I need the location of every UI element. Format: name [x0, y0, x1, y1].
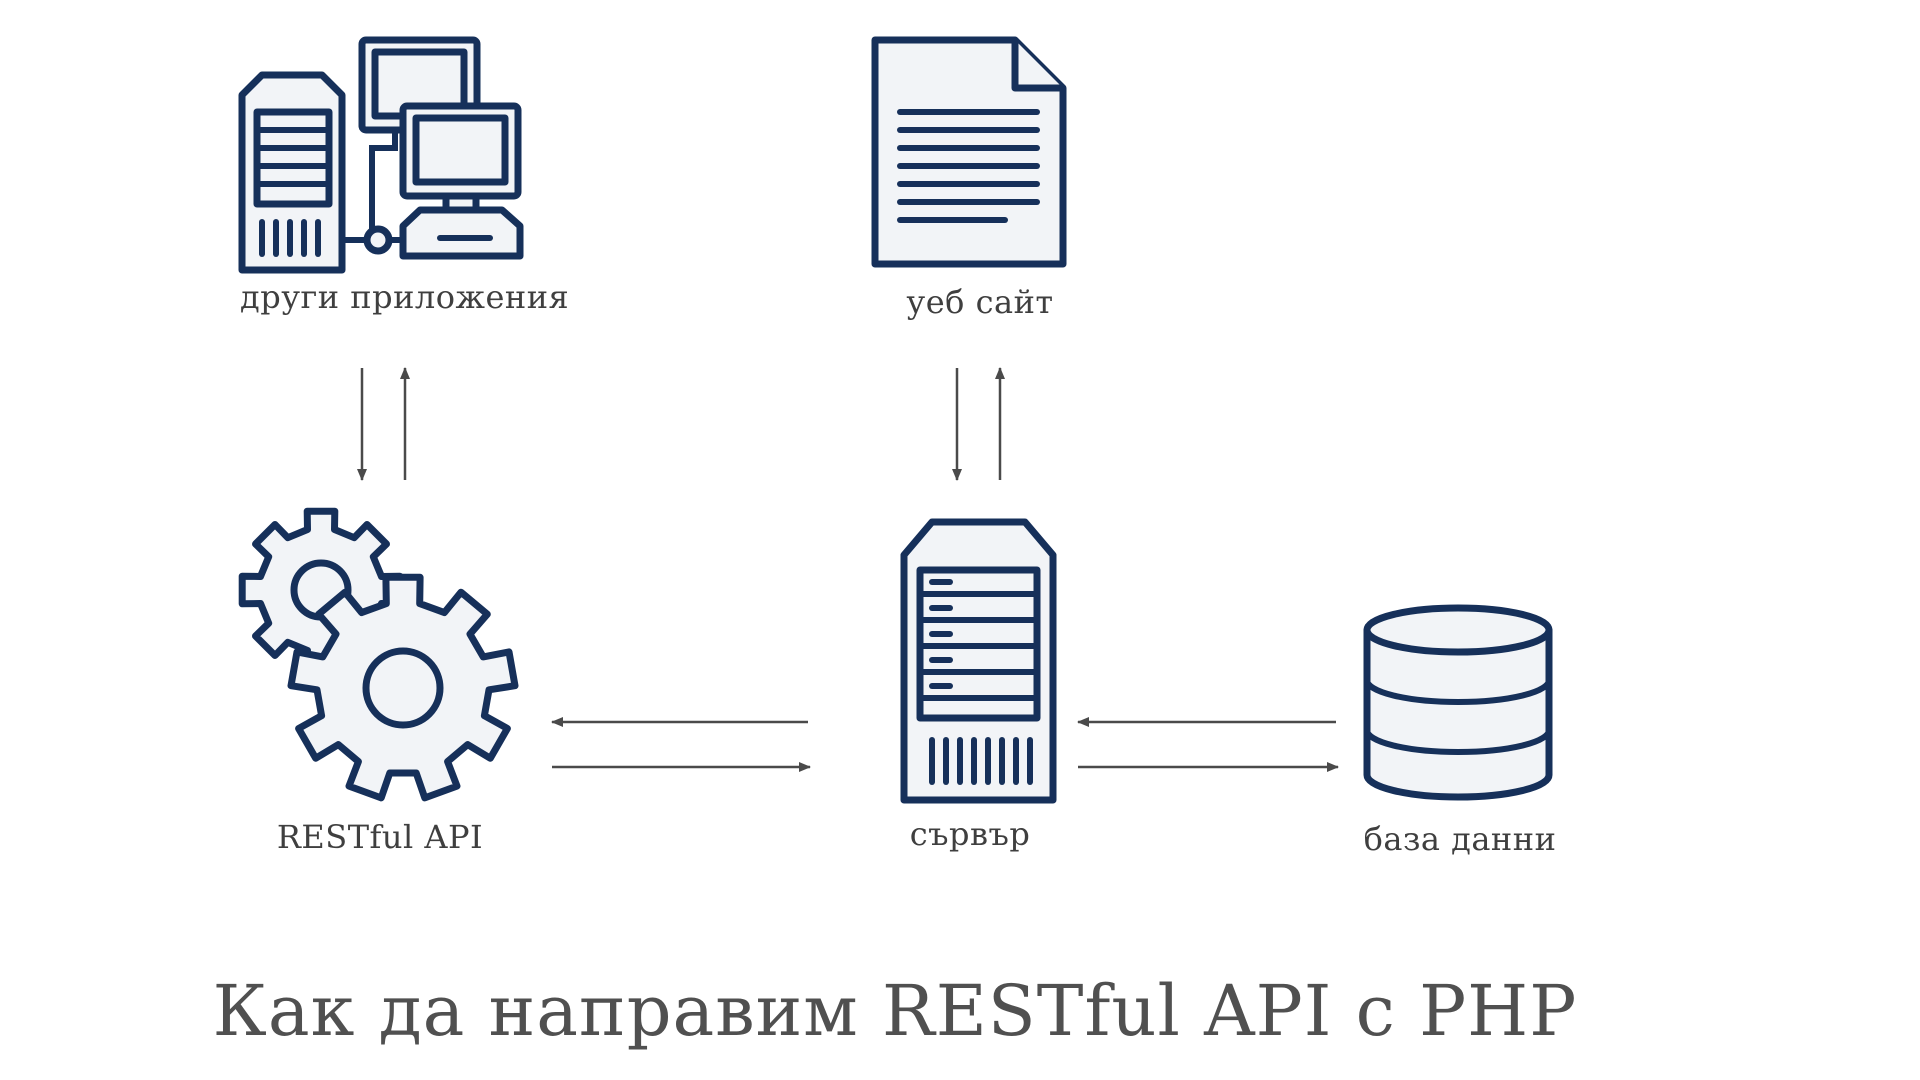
- gears-icon: [238, 507, 519, 802]
- page-title: Как да направим RESTful API с PHP: [212, 970, 1578, 1052]
- computers-icon: [238, 36, 524, 274]
- server-icon: [900, 518, 1057, 804]
- arrows: [357, 367, 1339, 772]
- database-icon: [1363, 604, 1553, 801]
- big-gear-icon: [287, 573, 519, 802]
- node-label-server: сървър: [909, 815, 1031, 853]
- document-icon: [871, 36, 1067, 268]
- node-label-website: уеб сайт: [906, 283, 1054, 321]
- node-label-database: база данни: [1363, 820, 1557, 858]
- node-label-other-apps: други приложения: [240, 278, 570, 316]
- node-label-restful-api: RESTful API: [276, 818, 484, 856]
